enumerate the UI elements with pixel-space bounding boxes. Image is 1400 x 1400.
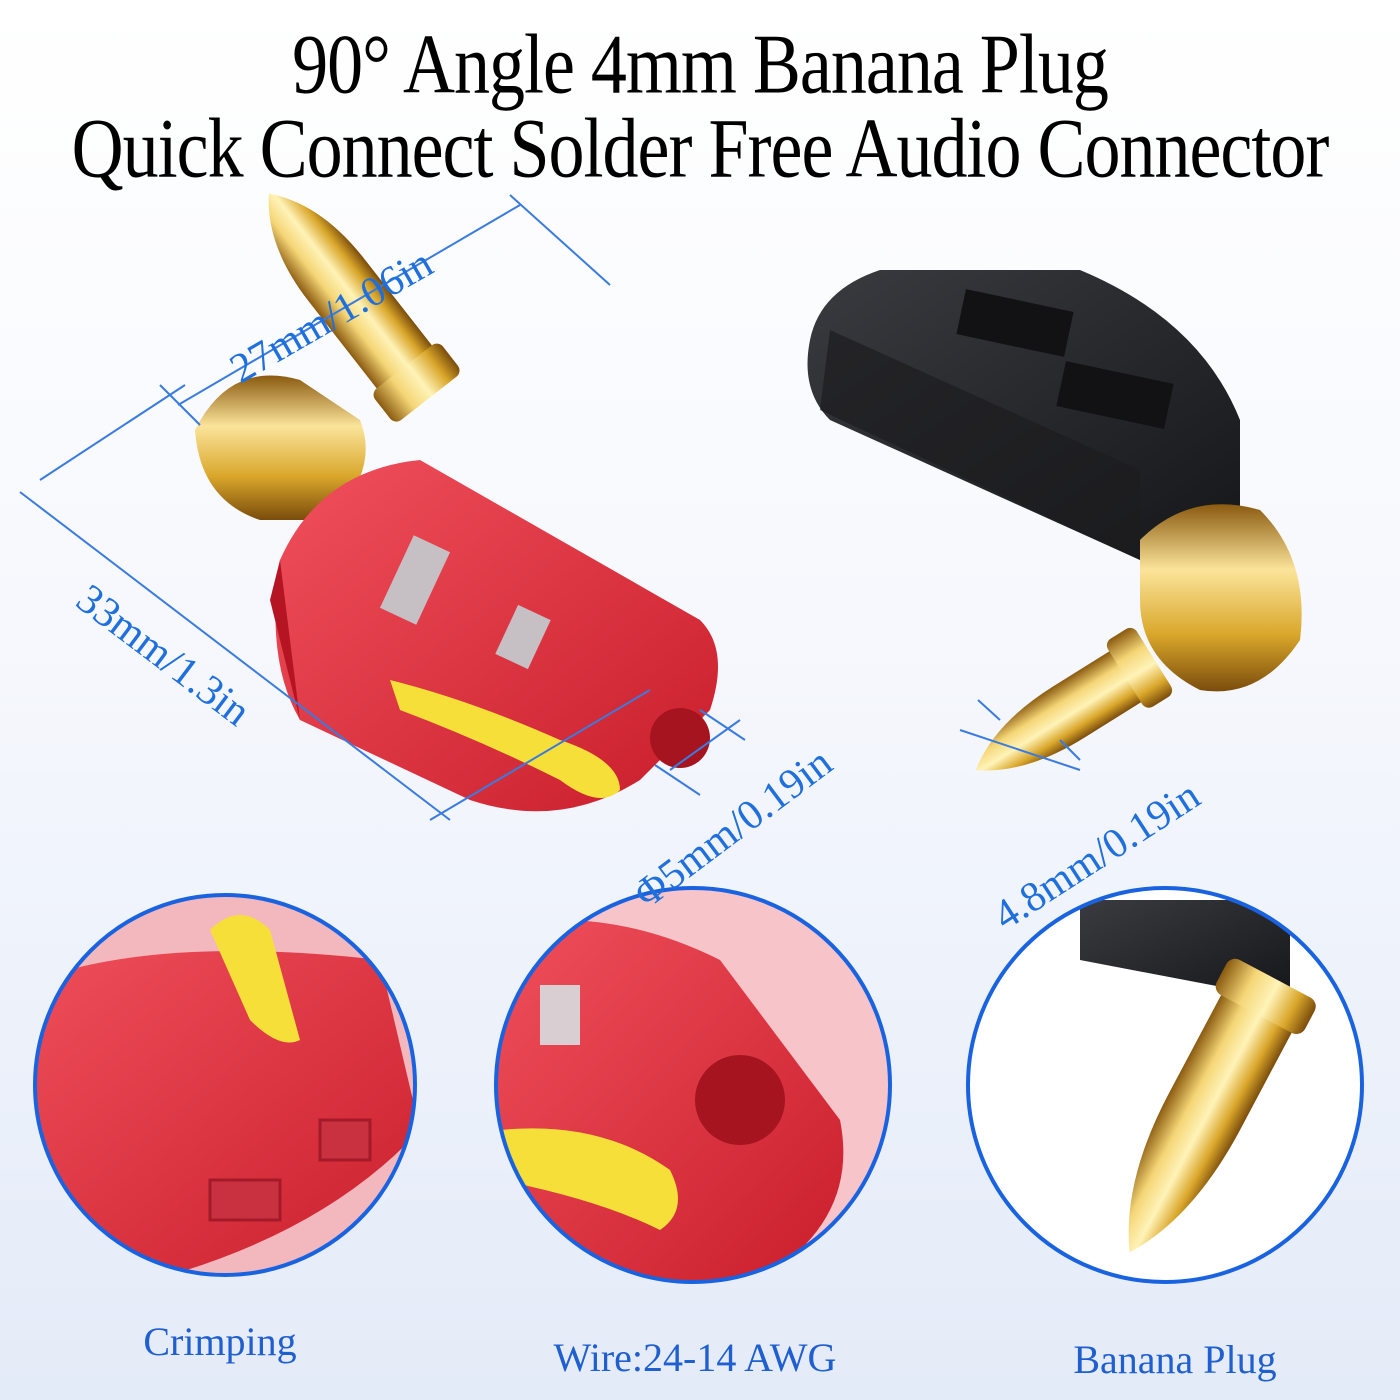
detail-circle-plug	[966, 886, 1364, 1284]
red-connector	[195, 193, 718, 812]
black-connector	[807, 270, 1302, 771]
caption-banana-plug: Banana Plug	[1073, 1337, 1277, 1382]
caption-wire: Wire:24-14 AWG	[553, 1335, 837, 1380]
caption-crimping: Crimping	[143, 1319, 297, 1364]
detail-circle-crimping	[33, 893, 417, 1277]
dimension-lines	[19, 194, 1081, 821]
title-line-1: 90° Angle 4mm Banana Plug	[292, 17, 1109, 112]
detail-circle-wire	[494, 886, 892, 1284]
title-line-2: Quick Connect Solder Free Audio Connecto…	[71, 101, 1330, 196]
